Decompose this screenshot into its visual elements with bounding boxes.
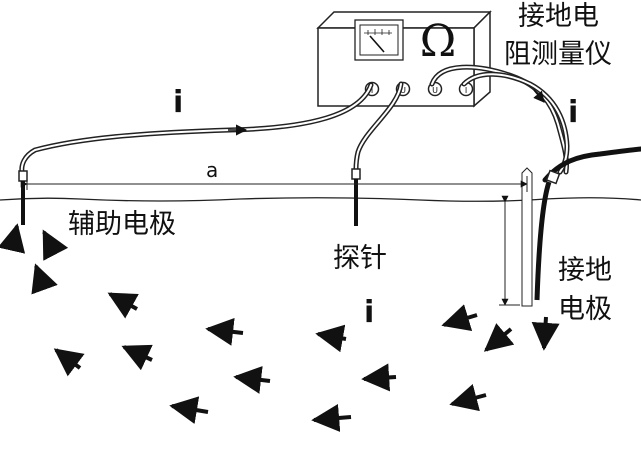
current-label-wire: i [173, 85, 184, 120]
wire-current-arrow [533, 89, 545, 103]
soil-current-arrow [361, 363, 397, 392]
ground-electrode-label-line1: 接地 [558, 255, 612, 286]
soil-current-arrow [315, 324, 347, 353]
lead-wires [19, 64, 641, 183]
wire-auxiliary [19, 82, 374, 175]
soil-current-arrow [169, 396, 209, 424]
soil-current-arrow [233, 366, 271, 394]
wire-probe [353, 81, 404, 173]
soil-current-arrow [483, 323, 515, 352]
ground-resistance-meter: Ω I U U I [316, 10, 492, 108]
terminal-label: U [400, 86, 406, 95]
auxiliary-electrode-label: 辅助电极 [68, 209, 176, 240]
current-label-meter: i [568, 95, 579, 130]
soil-current-arrow [107, 292, 139, 319]
ground-electrode [521, 167, 561, 307]
instrument-label-line2: 阻测量仪 [504, 39, 612, 70]
probe-label: 探针 [333, 243, 387, 274]
ohm-symbol: Ω [420, 16, 456, 67]
distance-dimension [20, 176, 528, 192]
soil-current-arrow [205, 317, 244, 346]
soil-current-arrow [53, 348, 85, 377]
ground-conductor [542, 146, 641, 183]
terminal-label: I [371, 86, 373, 95]
soil-current-arrow [42, 229, 69, 261]
soil-current-arrow [0, 223, 26, 254]
soil-current-arrow [31, 263, 58, 295]
soil-current-arrow [311, 404, 352, 432]
current-label-soil: i [364, 295, 375, 330]
soil-current-arrows [0, 223, 560, 432]
wire-ground-i [461, 71, 570, 175]
soil-current-arrow [441, 304, 478, 332]
terminal-label: I [465, 86, 467, 95]
meter-dial [354, 19, 404, 61]
soil-current-arrow [449, 384, 487, 412]
instrument-label-line1: 接地电 [518, 1, 599, 32]
distance-label: a [206, 158, 219, 182]
soil-current-arrow [121, 344, 153, 371]
ground-electrode-label-line2: 电极 [558, 294, 612, 325]
terminal-label: U [432, 86, 438, 95]
depth-dimension [499, 195, 520, 306]
soil-current-arrow [531, 316, 560, 351]
